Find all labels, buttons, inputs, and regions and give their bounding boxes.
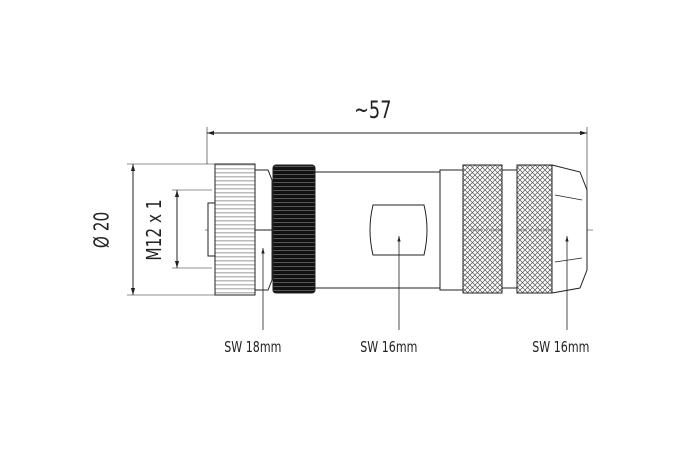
- black-nut: [272, 164, 316, 294]
- cable-gland-tip: [551, 164, 588, 294]
- length-label: ~57: [354, 96, 392, 124]
- callout-sw18: SW 18mm: [224, 338, 282, 356]
- callout-sw16-body: SW 16mm: [360, 338, 418, 356]
- callout-sw16-tip: SW 16mm: [532, 338, 590, 356]
- wrench-flat: [369, 204, 428, 256]
- thread-label: M12 x 1: [141, 199, 166, 261]
- knurled-ring-1: [462, 164, 503, 294]
- knurled-ring-2: [516, 164, 553, 294]
- coupling-nut: [214, 163, 256, 296]
- diameter-label: Ø 20: [89, 211, 114, 249]
